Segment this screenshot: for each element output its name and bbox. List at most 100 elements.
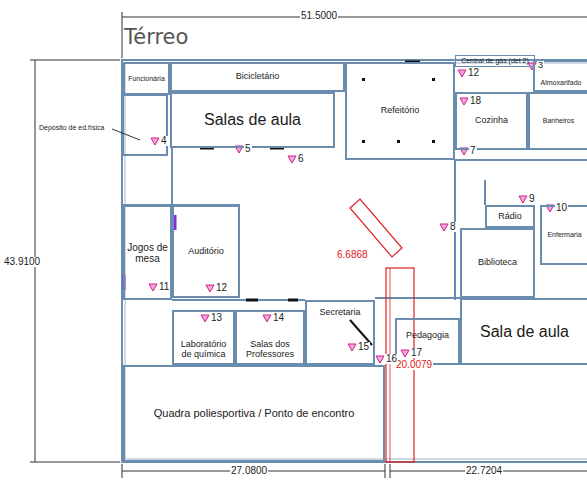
room-box: Refeitório (345, 62, 455, 160)
room-name: Almoxarifado (539, 79, 584, 87)
column (362, 140, 365, 143)
dimension-label: 51.5000 (300, 11, 338, 21)
column (362, 78, 365, 81)
room-name: Central de gás (det 2) (459, 57, 531, 65)
dimension-tick (122, 12, 123, 58)
room-name: Refeitório (379, 106, 422, 116)
callout-number: 12 (467, 68, 480, 78)
callout-number: 17 (410, 348, 423, 358)
room-name: Auditório (186, 247, 226, 257)
room-box: Cozinha (455, 92, 528, 150)
measure-rect (350, 199, 402, 257)
door (288, 299, 298, 302)
room-name: Pedagogia (404, 331, 451, 341)
callout-number: 12 (215, 283, 228, 293)
room-box: Banheiros (528, 92, 587, 150)
exit-triangle (440, 224, 448, 231)
callout-number: 8 (449, 222, 457, 232)
exit-triangle (201, 315, 209, 322)
callout-number: 13 (210, 313, 223, 323)
column (432, 140, 435, 143)
room-name: Banheiros (541, 117, 577, 125)
callout-number: 9 (528, 194, 536, 204)
room-box: Auditório (172, 205, 240, 298)
callout-number: 5 (244, 144, 252, 154)
wall (172, 299, 305, 301)
callout-number: 15 (357, 342, 370, 352)
room-name: Salas de aula (202, 111, 303, 129)
callout-number: 18 (469, 96, 482, 106)
callout-number: 4 (160, 136, 168, 146)
wall (375, 297, 460, 299)
exit-triangle (460, 98, 468, 105)
exit-triangle (149, 284, 157, 291)
room-box: Sala de aula (460, 298, 587, 365)
room-name: Secretaria (317, 308, 362, 318)
dimension-tick (390, 464, 391, 478)
room-box: Rádio (485, 205, 535, 228)
room-box: Secretaria (305, 300, 375, 365)
callout-number: 16 (385, 354, 398, 364)
room-box: Quadra poliesportiva / Ponto de encontro (123, 365, 385, 462)
dimension-label: 43.9100 (3, 257, 41, 267)
room-name: Enfermaria (545, 231, 583, 239)
deposit-room-wall (123, 95, 167, 155)
room-name: Laboratório de química (174, 340, 233, 360)
callout-number: 14 (272, 313, 285, 323)
dimension-tick (30, 462, 120, 463)
room-name: Cozinha (473, 116, 510, 126)
callout-number: 3 (537, 61, 544, 70)
wall (455, 159, 587, 161)
exit-triangle (206, 285, 214, 292)
room-name: Salas dos Professores (237, 340, 303, 360)
leader-line (112, 129, 140, 140)
room-box: Central de gás (det 2) (455, 55, 535, 67)
outer-wall-inner (125, 63, 587, 459)
plan-title: Térreo (124, 27, 188, 48)
exit-triangle (401, 350, 409, 357)
room-name: Bicicletário (234, 72, 282, 82)
door (246, 299, 258, 302)
measure-line (390, 268, 391, 462)
column (397, 140, 400, 143)
exit-triangle (348, 344, 356, 351)
column (432, 78, 435, 81)
dimension-tick (30, 60, 120, 61)
dimension-label: 6.6868 (336, 250, 369, 260)
exit-triangle (519, 196, 527, 203)
wall (171, 148, 173, 205)
callout-number: 6 (297, 154, 305, 164)
room-box: Salas de aula (170, 92, 335, 148)
callout-number: 10 (555, 203, 568, 213)
wall (484, 180, 486, 205)
dimension-line (122, 17, 587, 18)
outer-wall (122, 60, 587, 462)
callout-number: 7 (469, 146, 477, 156)
dimension-label: 20.0079 (395, 360, 433, 370)
room-box: Laboratório de química (172, 310, 235, 365)
room-name: Sala de aula (478, 323, 571, 341)
room-box: Funcionária (123, 62, 170, 95)
exit-triangle (151, 138, 159, 145)
room-name: Funcionária (126, 75, 167, 83)
room-name: Jogos de mesa (125, 242, 170, 264)
dimension-tick (385, 464, 386, 478)
exit-triangle (458, 70, 466, 77)
dimension-label: Depósito de ed.física (38, 124, 105, 131)
callout-number: 11 (158, 282, 170, 292)
exit-triangle (288, 156, 296, 163)
exit-triangle (263, 315, 271, 322)
room-box: Biblioteca (460, 228, 535, 298)
dimension-label: 27.0800 (230, 466, 268, 476)
room-box: Pedagogia (395, 318, 460, 365)
room-name: Rádio (496, 212, 524, 222)
room-box: Enfermaria (540, 205, 587, 265)
dimension-tick (122, 464, 123, 478)
exit-triangle (376, 356, 384, 363)
room-name: Biblioteca (476, 258, 519, 268)
room-box: Salas dos Professores (235, 310, 305, 365)
room-name: Quadra poliesportiva / Ponto de encontro (152, 407, 357, 419)
dimension-label: 22.7204 (465, 466, 503, 476)
room-box: Bicicletário (170, 62, 345, 92)
